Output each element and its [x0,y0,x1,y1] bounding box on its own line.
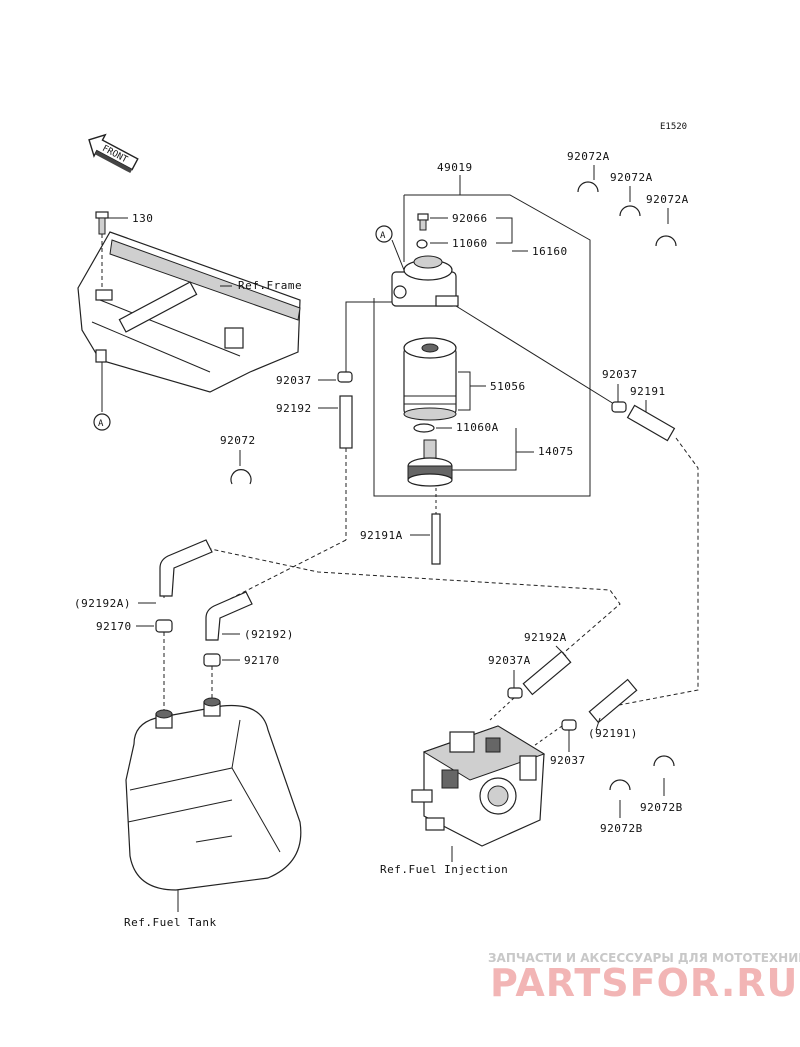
label-92072A-3: 92072A [646,193,689,206]
label-92072B-1: 92072B [600,822,643,835]
clamp-92072a-1 [577,181,599,193]
label-92192-paren: (92192) [244,628,294,641]
label-92170-2: 92170 [244,654,280,667]
label-92066: 92066 [452,212,488,225]
label-51056: 51056 [490,380,526,393]
ref-frame-label: Ref.Frame [238,279,302,292]
label-11060A: 11060A [456,421,499,434]
clamp-92037-left [337,371,353,383]
o-ring-11060a-icon [413,423,435,433]
label-92072: 92072 [220,434,256,447]
hose-92192a [522,650,572,696]
bolt-92066-icon [417,213,429,221]
fuel-filter-head [391,255,459,307]
reference-a-filter: A [380,231,386,241]
hose-92191-lower [588,678,638,724]
label-130: 130 [132,212,153,225]
label-49019: 49019 [437,161,473,174]
hose-92192a-lower [159,539,213,597]
label-14075: 14075 [538,445,574,458]
clamp-92037-bottom [561,719,577,731]
watermark-tagline: ЗАПЧАСТИ И АКСЕССУАРЫ ДЛЯ МОТОТЕХНИКИ [488,951,800,965]
clamp-92072a-3 [655,235,677,247]
label-92072B-2: 92072B [640,801,683,814]
ref-fuel-tank-label: Ref.Fuel Tank [124,916,217,929]
hose-92192-lower [205,591,253,641]
label-92192A: 92192A [524,631,567,644]
label-92072A-1: 92072A [567,150,610,163]
clamp-92170-2 [203,653,221,667]
hose-92191-upper [626,404,676,442]
clamp-92037-right [611,401,627,413]
label-92192: 92192 [276,402,312,415]
washer-11060-icon [416,239,428,249]
clamp-92170-1 [155,619,173,633]
label-92037-left: 92037 [276,374,312,387]
reference-a-left: A [98,419,104,429]
diagram-id: E1520 [660,122,687,132]
clamp-92072b-2 [653,755,675,767]
label-92037A: 92037A [488,654,531,667]
clamp-92072b-1 [609,779,631,791]
label-92037-bottom: 92037 [550,754,586,767]
label-92192A-paren: (92192A) [74,597,131,610]
ref-fuel-injection-label: Ref.Fuel Injection [380,863,508,876]
label-92072A-2: 92072A [610,171,653,184]
hose-92191a [431,513,441,565]
fuel-injection-pump [411,725,546,847]
bolt-130-icon [95,211,109,235]
clamp-92072 [230,469,252,485]
label-11060: 11060 [452,237,488,250]
filter-bowl-14075 [407,439,453,487]
frame-part [77,231,301,393]
watermark-logo: PARTSFOR.RU [490,961,798,1005]
front-arrow-icon: FRONT [88,133,139,174]
label-92037-right: 92037 [602,368,638,381]
label-16160: 16160 [532,245,568,258]
hose-92192-upper [339,395,353,449]
label-92191A: 92191A [360,529,403,542]
fuel-filter-element [403,337,457,421]
clamp-92072a-2 [619,205,641,217]
label-92191: 92191 [630,385,666,398]
label-92191-paren: (92191) [588,727,638,740]
fuel-tank [125,697,302,891]
clamp-92037a [507,687,523,699]
label-92170-1: 92170 [96,620,132,633]
